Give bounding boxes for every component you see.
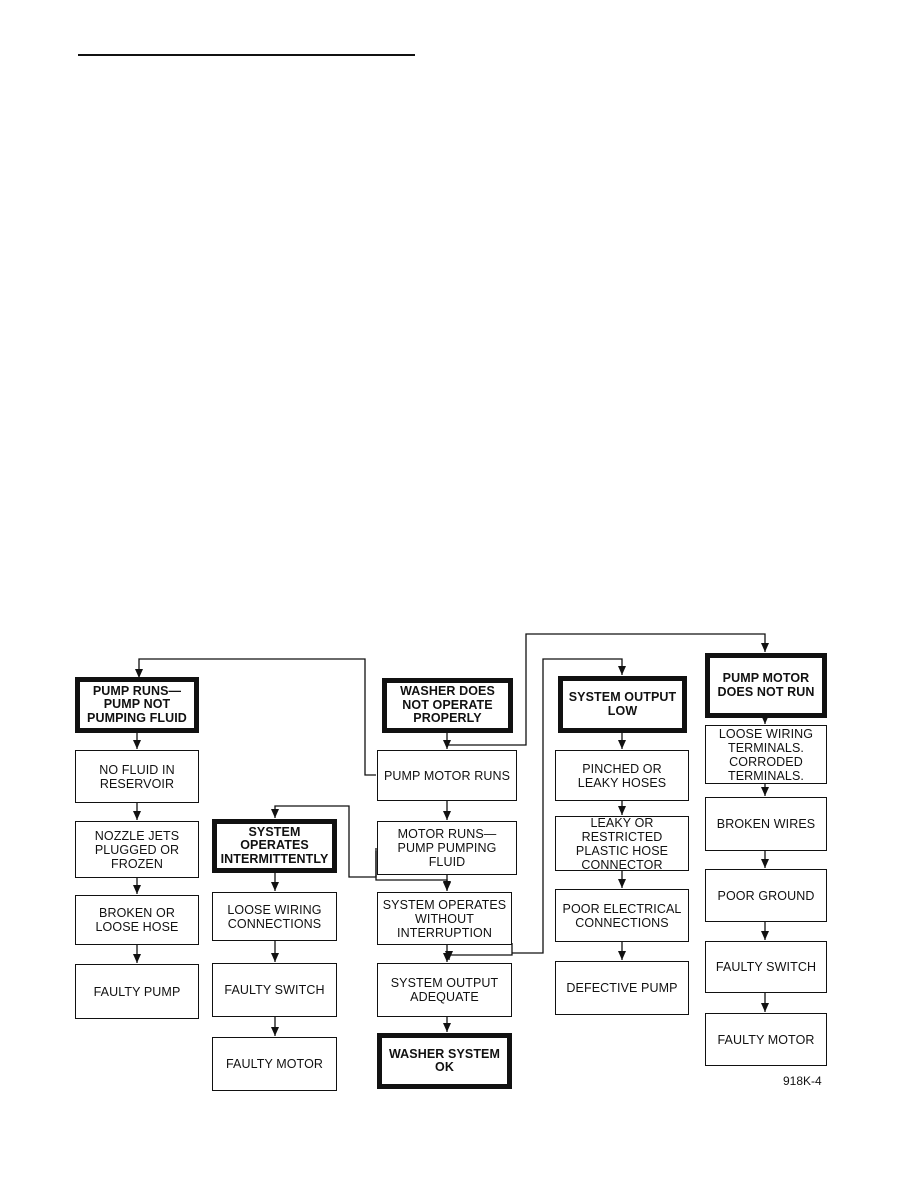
node-leaky-connector: LEAKY OR RESTRICTED PLASTIC HOSE CONNECT…	[555, 816, 689, 872]
node-pump-runs-not-pumping: PUMP RUNS— PUMP NOT PUMPING FLUID	[75, 677, 199, 733]
node-faulty-motor-b: FAULTY MOTOR	[705, 1013, 827, 1066]
node-washer-does-not-operate: WASHER DOES NOT OPERATE PROPERLY	[382, 678, 513, 733]
node-pinched-hoses: PINCHED OR LEAKY HOSES	[555, 750, 689, 801]
node-defective-pump: DEFECTIVE PUMP	[555, 961, 689, 1015]
node-loose-terminals: LOOSE WIRING TERMINALS. CORRODED TERMINA…	[705, 725, 827, 784]
node-output-adequate: SYSTEM OUTPUT ADEQUATE	[377, 963, 512, 1017]
node-nozzle-jets: NOZZLE JETS PLUGGED OR FROZEN	[75, 821, 199, 878]
node-loose-connections: LOOSE WIRING CONNECTIONS	[212, 892, 337, 941]
node-motor-not-run: PUMP MOTOR DOES NOT RUN	[705, 653, 827, 718]
node-faulty-switch-a: FAULTY SWITCH	[212, 963, 337, 1017]
node-pump-motor-runs: PUMP MOTOR RUNS	[377, 750, 517, 801]
node-faulty-motor-a: FAULTY MOTOR	[212, 1037, 337, 1091]
node-broken-wires: BROKEN WIRES	[705, 797, 827, 851]
node-no-fluid: NO FLUID IN RESERVOIR	[75, 750, 199, 803]
node-washer-ok: WASHER SYSTEM OK	[377, 1033, 512, 1089]
node-motor-runs-pumping: MOTOR RUNS— PUMP PUMPING FLUID	[377, 821, 517, 875]
node-output-low: SYSTEM OUTPUT LOW	[558, 676, 687, 733]
node-poor-electrical: POOR ELECTRICAL CONNECTIONS	[555, 889, 689, 942]
figure-reference: 918K-4	[783, 1074, 822, 1088]
node-operates-without-interruption: SYSTEM OPERATES WITHOUT INTERRUPTION	[377, 892, 512, 945]
node-intermittent: SYSTEM OPERATES INTERMITTENTLY	[212, 819, 337, 873]
node-broken-hose: BROKEN OR LOOSE HOSE	[75, 895, 199, 945]
node-faulty-switch-b: FAULTY SWITCH	[705, 941, 827, 993]
header-rule	[78, 54, 415, 56]
node-poor-ground: POOR GROUND	[705, 869, 827, 922]
node-faulty-pump: FAULTY PUMP	[75, 964, 199, 1019]
